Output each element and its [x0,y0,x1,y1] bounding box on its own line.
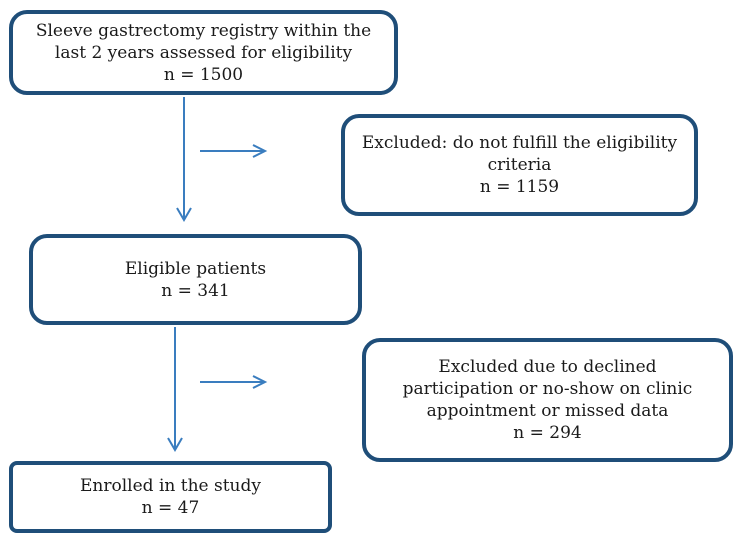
enrolled-box: Enrolled in the study n = 47 [9,461,332,533]
excluded-declined-count: n = 294 [513,423,582,443]
excluded-declined-line-3: appointment or missed data [426,401,669,421]
arrowhead-registry-to-eligible [176,207,192,222]
arrowhead-to-excluded-eligibility [252,144,268,158]
arrowhead-eligible-to-enrolled [167,437,183,452]
excluded-eligibility-box: Excluded: do not fulfill the eligibility… [341,114,698,216]
registry-count: n = 1500 [163,64,244,85]
arrowhead-to-excluded-declined [252,375,268,389]
excluded-eligibility-line-2: criteria [487,155,552,175]
excluded-eligibility-line-1: Excluded: do not fulfill the eligibility [361,133,678,153]
registry-line-2: last 2 years assessed for eligibility [54,42,353,63]
registry-line-1: Sleeve gastrectomy registry within the [35,20,372,41]
excluded-declined-line-1: Excluded due to declined [438,357,657,377]
excluded-declined-box: Excluded due to declined participation o… [362,338,733,462]
registry-box: Sleeve gastrectomy registry within the l… [9,10,398,95]
enrolled-count: n = 47 [141,498,200,518]
excluded-eligibility-count: n = 1159 [479,177,560,197]
eligible-line-1: Eligible patients [124,258,267,279]
excluded-declined-line-2: participation or no-show on clinic [402,379,693,399]
eligible-count: n = 341 [161,280,230,301]
enrolled-line-1: Enrolled in the study [80,476,261,496]
eligible-box: Eligible patients n = 341 [29,234,362,325]
